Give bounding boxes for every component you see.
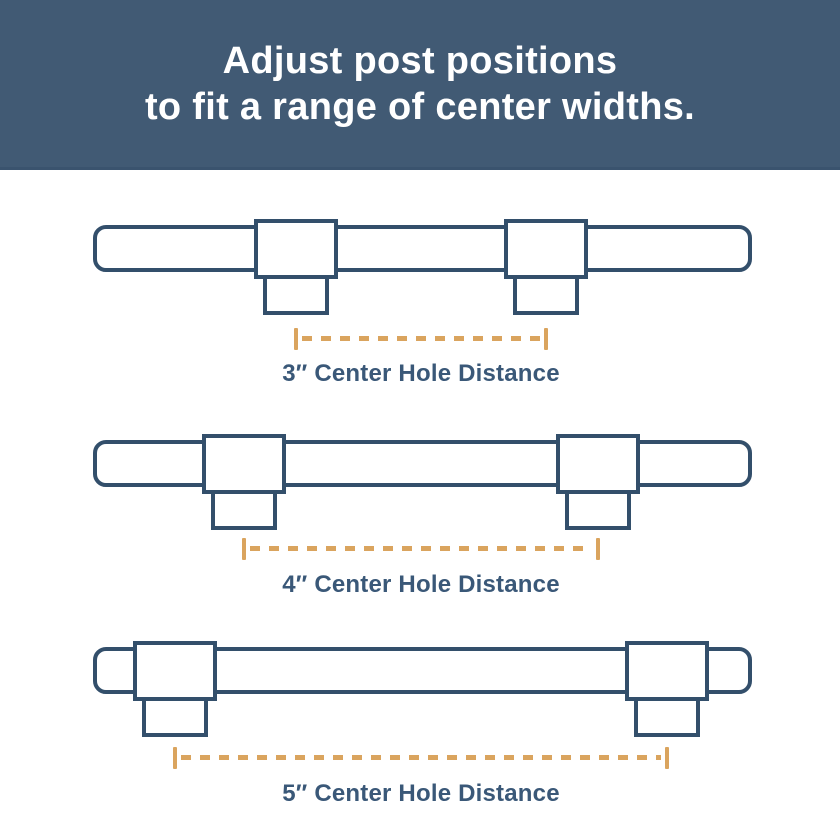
measurement-label: 3″ Center Hole Distance [282,360,560,387]
measurement-label: 4″ Center Hole Distance [282,571,560,598]
right-screw-post [513,275,579,315]
measurement-tick-left [242,538,246,560]
measurement-label: 5″ Center Hole Distance [282,780,560,807]
pull-bar [93,225,752,272]
measurement-tick-right [544,328,548,350]
measurement-tick-left [173,747,177,769]
measurement-line [242,538,600,560]
dashed-line [181,755,661,760]
right-screw-post [634,697,700,737]
left-post [202,434,286,494]
right-post [625,641,709,701]
measurement-line [173,747,669,769]
left-screw-post [263,275,329,315]
measurement-tick-right [665,747,669,769]
right-screw-post [565,490,631,530]
measurement-line [294,328,548,350]
dashed-line [250,546,592,551]
header-banner: Adjust post positions to fit a range of … [0,0,840,170]
measurement-tick-left [294,328,298,350]
pull-bar [93,440,752,487]
right-post [556,434,640,494]
title-line-1: Adjust post positions [222,39,618,82]
dashed-line [302,336,540,341]
left-post [254,219,338,279]
title-line-2: to fit a range of center widths. [144,85,696,128]
left-post [133,641,217,701]
left-screw-post [211,490,277,530]
measurement-tick-right [596,538,600,560]
left-screw-post [142,697,208,737]
right-post [504,219,588,279]
